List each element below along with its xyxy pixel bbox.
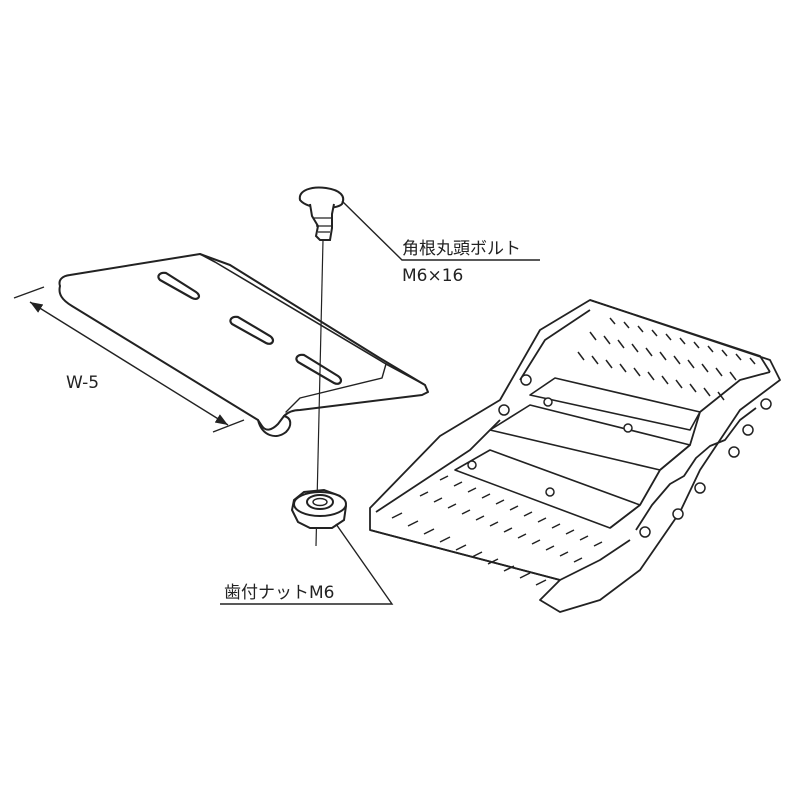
bolt-size-label: M6×16 [402,266,463,286]
bolt-name-label: 角根丸頭ボルト [402,239,521,259]
tray-bolts [467,374,772,538]
width-dimension [13,286,245,433]
cable-tray-assembly [369,299,781,613]
width-label: W-5 [66,373,99,393]
tray-perforations-upper [577,317,756,401]
carriage-bolt [298,186,345,241]
nut-label: 歯付ナットM6 [224,583,334,603]
cover-plate [58,253,429,437]
plate-slots [157,271,343,385]
leader-lines [220,200,540,605]
tray-perforations-lower [391,475,603,586]
flange-nut [290,488,348,529]
